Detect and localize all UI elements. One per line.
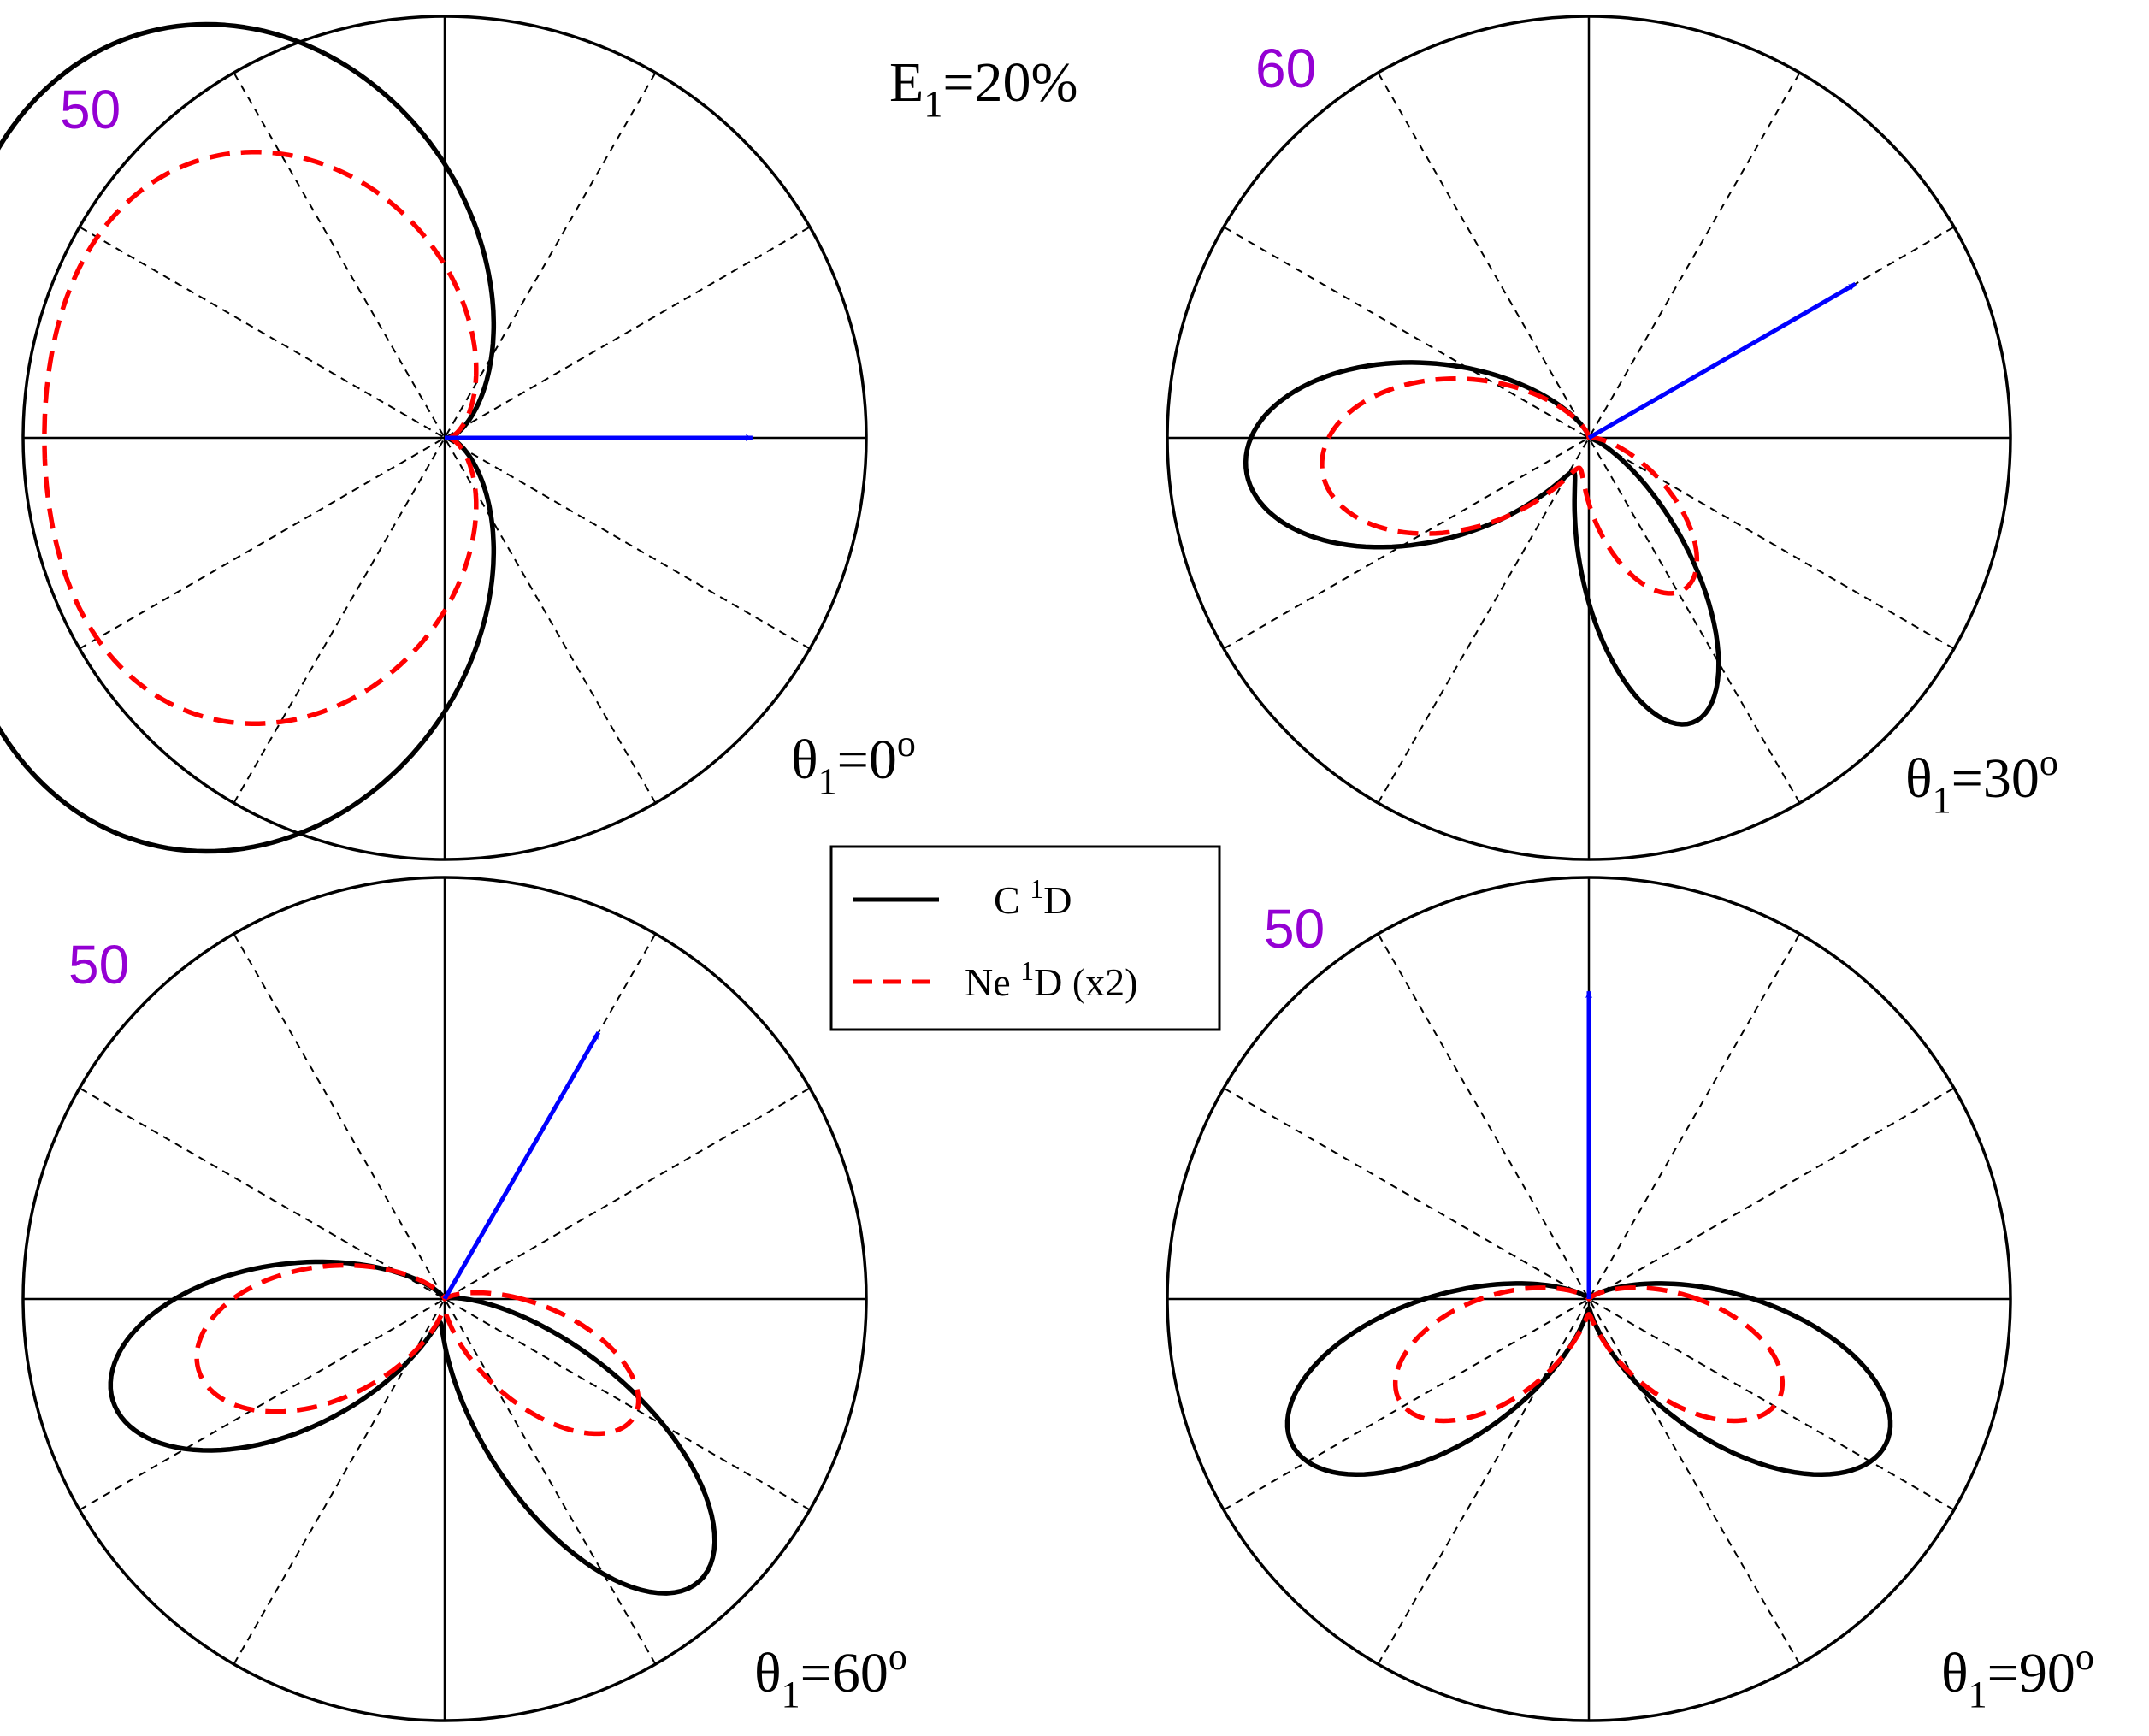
grid-spoke-60 — [1377, 72, 1801, 804]
theta-sub: 1 — [1933, 779, 1951, 821]
grid-spoke-150 — [79, 226, 811, 650]
theta-symbol: θ — [1905, 747, 1933, 810]
degree-sup: o — [2075, 1636, 2094, 1678]
theta-label-panel-2: θ1=30o — [1905, 741, 2058, 821]
theta-symbol: θ — [1941, 1642, 1969, 1704]
grid-spoke-150 — [1223, 1087, 1955, 1511]
curve-ne-1d — [194, 1262, 641, 1437]
theta-value: =90 — [1987, 1642, 2075, 1704]
curve-ne-1d — [42, 150, 479, 726]
grid-spoke-60 — [1377, 933, 1801, 1665]
polarization-arrow — [442, 1031, 601, 1301]
legend: C 1D Ne 1D (x2) — [829, 845, 1221, 1031]
theta-label-panel-4: θ1=90o — [1941, 1636, 2094, 1715]
curve-ne-1d — [1320, 376, 1700, 596]
energy-label-base: E — [889, 51, 924, 114]
energy-label: E1=20% — [889, 51, 1078, 125]
polar-panel-theta-30 — [1166, 15, 2012, 861]
curve-c-1d — [0, 21, 497, 854]
theta-symbol: θ — [791, 729, 818, 791]
scale-label-panel-3: 50 — [68, 934, 129, 995]
theta-value: =30 — [1951, 747, 2040, 810]
energy-label-sub: 1 — [924, 83, 942, 125]
theta-sub: 1 — [782, 1674, 800, 1715]
polar-panel-theta-0 — [0, 15, 868, 861]
legend-label-sup: 1 — [1030, 873, 1043, 904]
legend-box — [829, 845, 1221, 1031]
grid-spoke-30 — [79, 226, 811, 650]
curve-c-1d — [1243, 360, 1721, 727]
legend-label-post: D — [1043, 878, 1072, 922]
polarization-arrow — [1587, 281, 1857, 440]
legend-label-pre: C — [994, 878, 1030, 922]
grid-spoke-120 — [233, 933, 657, 1665]
legend-label-c1d: C 1D — [994, 873, 1072, 922]
legend-label-ne1d: Ne 1D (x2) — [965, 955, 1138, 1004]
grid-spoke-150 — [79, 1087, 811, 1511]
theta-value: =60 — [800, 1642, 889, 1704]
grid-spoke-30 — [79, 1087, 811, 1511]
grid-spoke-30 — [1223, 1087, 1955, 1511]
degree-sup: o — [2040, 741, 2058, 783]
legend-label-post: D (x2) — [1034, 960, 1137, 1004]
grid-spoke-120 — [1377, 72, 1801, 804]
theta-label-panel-3: θ1=60o — [754, 1636, 907, 1715]
polar-panel-theta-60 — [21, 876, 868, 1722]
grid-spoke-150 — [1223, 226, 1955, 650]
scale-label-panel-4: 50 — [1264, 898, 1325, 960]
theta-sub: 1 — [818, 760, 837, 802]
legend-label-pre: Ne — [965, 960, 1020, 1004]
degree-sup: o — [897, 723, 916, 765]
legend-label-sup: 1 — [1020, 955, 1034, 986]
theta-symbol: θ — [754, 1642, 782, 1704]
theta-sub: 1 — [1969, 1674, 1987, 1715]
degree-sup: o — [889, 1636, 907, 1678]
grid-spoke-60 — [233, 72, 657, 804]
polar-panel-theta-90 — [1166, 876, 2012, 1722]
energy-label-rest: =20% — [942, 51, 1077, 114]
theta-label-panel-1: θ1=0o — [791, 723, 916, 802]
grid-spoke-120 — [233, 72, 657, 804]
scale-label-panel-2: 60 — [1255, 38, 1316, 99]
grid-spoke-120 — [1377, 933, 1801, 1665]
theta-value: =0 — [837, 729, 897, 791]
scale-label-panel-1: 50 — [60, 79, 121, 140]
